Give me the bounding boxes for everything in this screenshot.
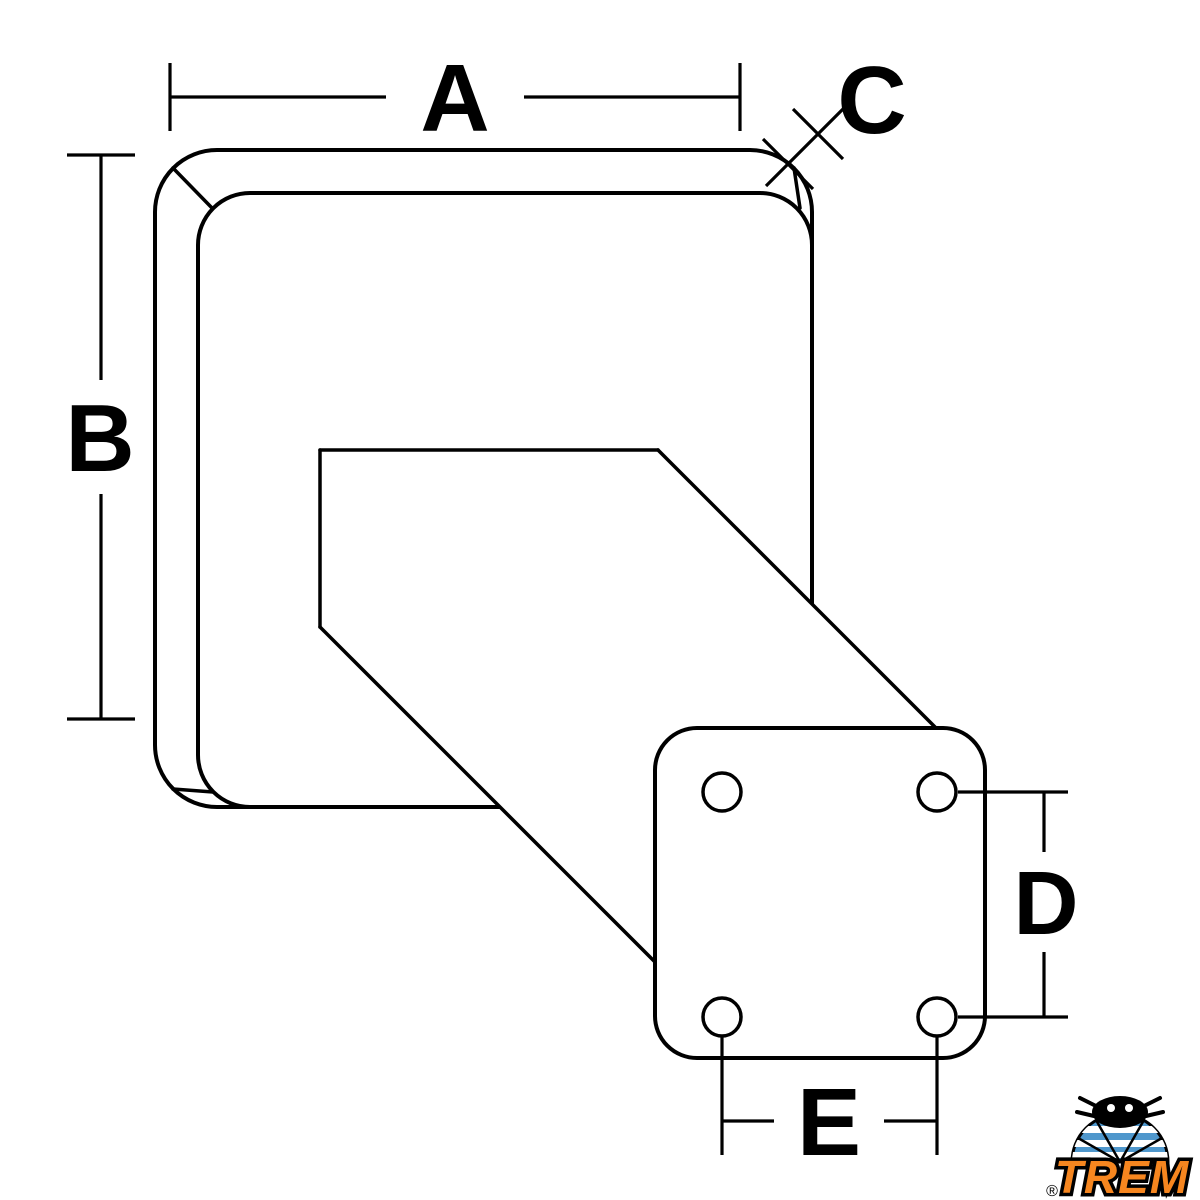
logo-brand-text: TREM (1055, 1151, 1190, 1200)
logo-fan-stripe (1072, 1126, 1168, 1133)
dimension-a: A (168, 45, 742, 152)
plate-outline (653, 726, 987, 1060)
dimension-e: E (720, 1036, 939, 1176)
dim-c-tick-outer (761, 137, 815, 191)
logo-registered-mark: ® (1046, 1183, 1058, 1200)
bolt-hole-top-left (701, 771, 743, 813)
dim-c-line (764, 102, 850, 188)
logo-spider-icon (1075, 1096, 1165, 1128)
dim-label-d: D (1014, 854, 1079, 954)
bevel-line-top-right (792, 166, 802, 210)
dimension-d: D (958, 790, 1079, 1019)
logo-fan-stripes (1072, 1126, 1168, 1158)
dimension-b: B (65, 153, 135, 721)
bevel-line-top-left (171, 166, 214, 210)
dim-label-e: E (797, 1069, 861, 1176)
shaft-lower-diagonal-edge (318, 625, 662, 969)
shaft-upper-diagonal-edge (656, 448, 947, 739)
bevel-line-bottom-left (171, 787, 215, 794)
dimension-c: C (761, 47, 907, 191)
mounting-plate (653, 726, 987, 1060)
dim-c-tick-inner (791, 107, 845, 161)
dim-label-a: A (420, 45, 489, 152)
dim-label-c: C (837, 47, 906, 154)
bolt-hole-top-right (916, 771, 958, 813)
logo-fan-spokes (1077, 1119, 1163, 1164)
brand-logo: TREM ® (1046, 1096, 1192, 1200)
logo-fan-stripe (1072, 1140, 1168, 1147)
logo-fan-stripe (1072, 1152, 1168, 1158)
dim-label-b: B (65, 385, 134, 492)
